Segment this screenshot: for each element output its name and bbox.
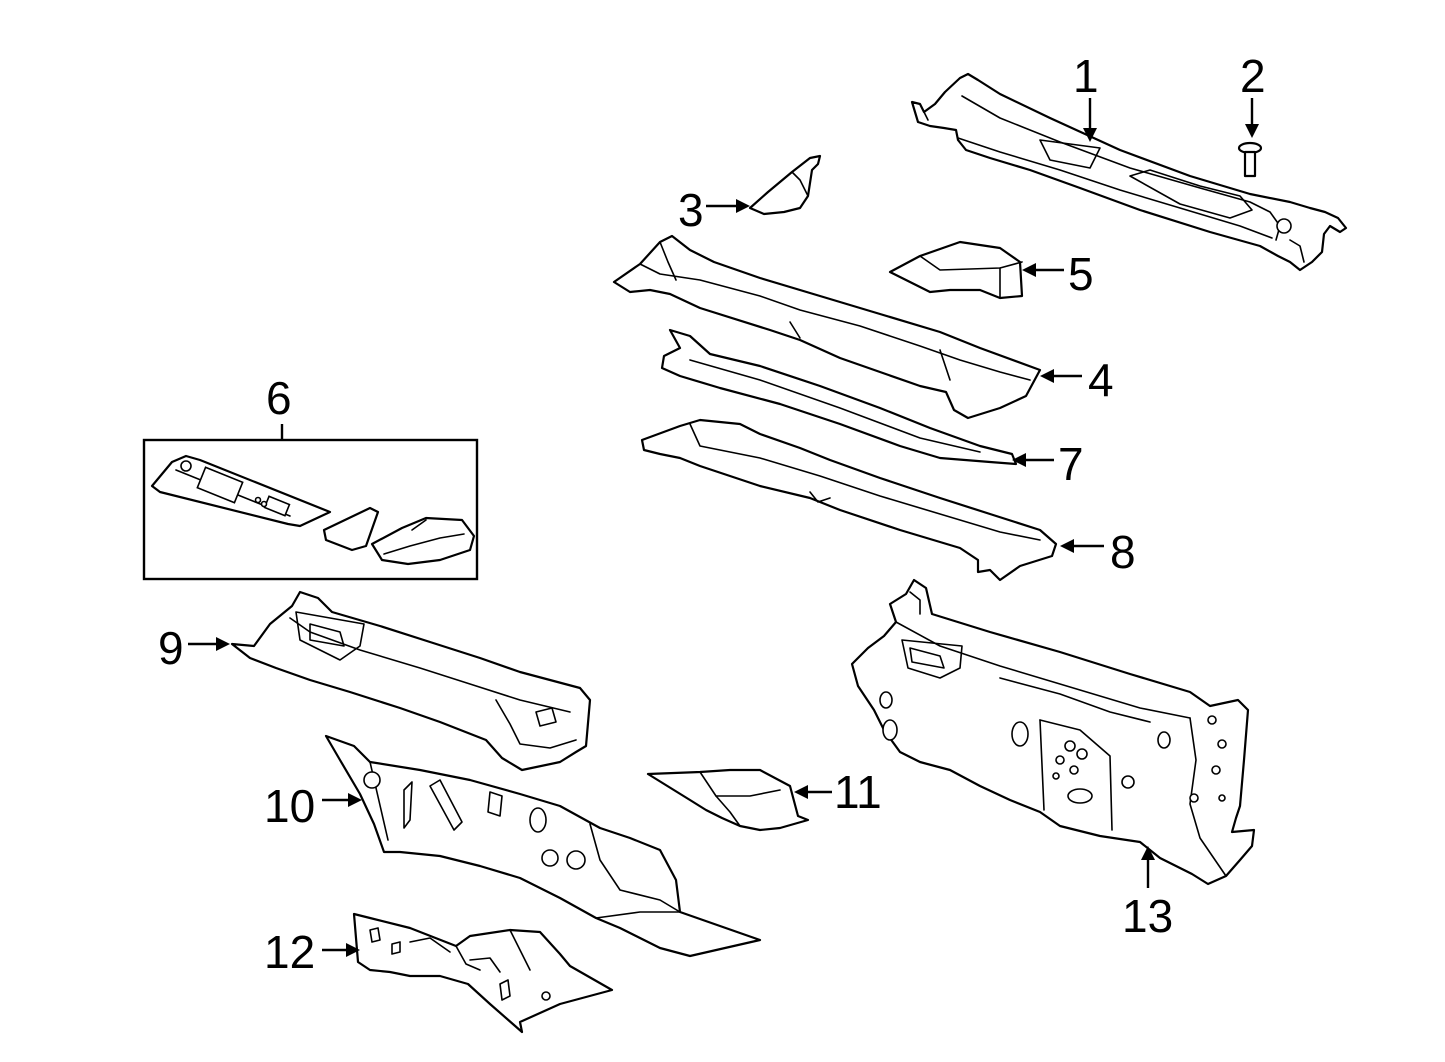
callout-10: 10 [264,780,362,832]
callout-label-3: 3 [678,184,704,236]
callout-12: 12 [264,926,360,978]
part-9-dash-panel-upper[interactable] [230,590,592,772]
part-12-floor-insulator[interactable] [352,912,614,1034]
callout-label-9: 9 [158,622,184,674]
callout-9: 9 [158,622,230,674]
part-11-insulator[interactable] [646,768,810,832]
callout-label-10: 10 [264,780,315,832]
callout-label-2: 2 [1240,50,1266,102]
part-7-seal-strip[interactable] [660,328,1018,466]
part-4-cowl-upper-panel[interactable] [612,234,1042,420]
callout-8: 8 [1060,526,1136,578]
part-8-cowl-lower-panel[interactable] [640,418,1058,582]
part-1-cowl-panel[interactable] [910,72,1348,272]
callout-13: 13 [1122,846,1173,942]
callout-label-7: 7 [1058,438,1084,490]
callout-1: 1 [1073,50,1099,142]
part-10-dash-insulator[interactable] [324,734,762,958]
callout-label-11: 11 [834,766,882,818]
part-2-push-pin[interactable] [1237,141,1263,178]
callout-label-6: 6 [266,372,292,424]
part-13-dash-panel[interactable] [850,578,1256,886]
part-5-panel[interactable] [888,240,1024,300]
callout-5: 5 [1022,248,1094,300]
callout-6: 6 [266,372,292,440]
callout-11: 11 [794,766,882,818]
callout-2: 2 [1240,50,1266,138]
callout-7: 7 [1012,438,1084,490]
callout-label-13: 13 [1122,890,1173,942]
callout-label-4: 4 [1088,354,1114,406]
part-3-bracket[interactable] [748,154,822,216]
callout-3: 3 [678,184,750,236]
callout-4: 4 [1040,354,1114,406]
callout-label-1: 1 [1073,50,1099,102]
callout-label-5: 5 [1068,248,1094,300]
callout-label-8: 8 [1110,526,1136,578]
callout-label-12: 12 [264,926,315,978]
part-6-insulator-kit[interactable] [142,438,479,581]
